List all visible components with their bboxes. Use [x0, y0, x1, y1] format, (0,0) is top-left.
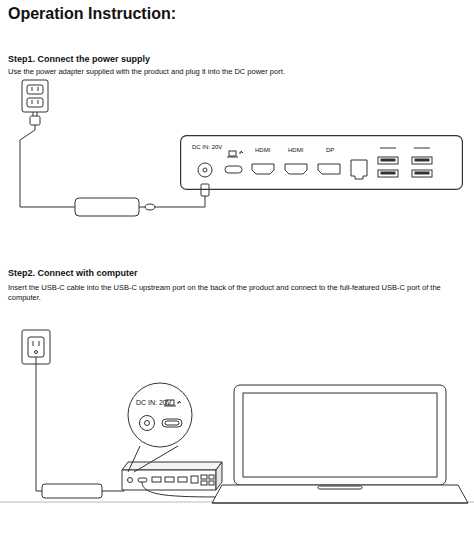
dock-ports-part [380, 148, 396, 149]
zoomed-ports-part [145, 421, 150, 426]
zoomed-ports-part [140, 416, 155, 431]
page-title: Operation Instruction: [8, 4, 308, 25]
callout-circle: DC IN: 20V [127, 382, 193, 448]
wall-outlet-part [32, 100, 33, 104]
dc-plug [201, 184, 209, 196]
wall-outlet-part [38, 100, 39, 104]
dock-housing [181, 136, 463, 190]
laptop [212, 385, 468, 503]
step1-illustration [20, 80, 432, 216]
laptop-icon-part [177, 401, 181, 403]
leader-lines-part [134, 446, 178, 472]
laptop-part [318, 486, 362, 489]
port-label: HDMI [288, 147, 303, 155]
dock-part [201, 481, 207, 485]
wall-outlet-part [39, 341, 40, 346]
laptop-part [234, 385, 446, 485]
step-instruction: Use the power adapter supplied with the … [8, 67, 470, 77]
power-cable [20, 125, 75, 207]
wall-outlet-part [35, 351, 38, 354]
power-cable [36, 357, 42, 491]
dock-ports [198, 148, 432, 179]
dock-ports-part [378, 157, 398, 164]
wall-outlet-part [32, 87, 33, 91]
dock-ports-part [381, 172, 395, 174]
wall-outlet-part [38, 87, 39, 91]
callout-outline [127, 382, 193, 448]
port-label: DC IN: 20V [136, 398, 171, 407]
dock-ports-part [285, 164, 307, 174]
plug [30, 112, 40, 125]
zoomed-ports-part [162, 419, 182, 427]
dock-ports-part [415, 159, 429, 161]
leader-lines-part [128, 446, 140, 472]
laptop-icon-part [239, 151, 243, 153]
dock-part [152, 477, 161, 482]
dock-part [178, 477, 187, 482]
dock-ports-part [378, 170, 398, 177]
step-heading: Step1. Connect the power supply [8, 54, 468, 66]
zoomed-ports-part [165, 421, 179, 425]
dock-ports-part [198, 163, 212, 177]
wall-outlet [22, 80, 48, 112]
dock-ports-part [351, 160, 367, 179]
dock-part [191, 476, 198, 483]
laptop-part [243, 393, 437, 477]
wall-outlet-part [33, 341, 34, 346]
dock-part [128, 478, 133, 483]
dock [122, 462, 222, 490]
wall-outlet-part [28, 337, 44, 357]
step-instruction: Insert the USB-C cable into the USB-C up… [8, 283, 463, 303]
dock-ports-part [225, 166, 242, 173]
ferrite-bead [145, 204, 155, 210]
port-label: DP [326, 147, 334, 155]
dock-ports-part [318, 164, 340, 174]
dock-back-panel: DC IN: 20V HDMI HDMI DP [180, 135, 463, 190]
power-adapter [42, 484, 102, 498]
leader-lines [128, 446, 178, 472]
usb-c-cable [142, 482, 226, 497]
dock-part [122, 462, 222, 470]
step2-illustration [0, 330, 474, 503]
laptop-part [212, 503, 468, 504]
dock-ports-part [412, 170, 432, 177]
dock-ports-part [414, 148, 430, 149]
plug-part [37, 112, 38, 116]
dock-ports-part [203, 168, 207, 172]
laptop-part [212, 485, 468, 503]
dock-ports-part [415, 172, 429, 174]
dock-part [122, 470, 216, 490]
dock-ports-part [252, 164, 274, 174]
power-adapter [75, 198, 139, 216]
dock-part [209, 481, 214, 485]
plug-part [30, 116, 40, 125]
callout-ring [128, 383, 192, 447]
step-heading: Step2. Connect with computer [8, 268, 468, 280]
dock-part [165, 477, 174, 482]
dc-cable [102, 482, 124, 491]
plug-part [33, 112, 34, 116]
laptop-icon-part [229, 151, 236, 156]
wall-outlet-part [27, 98, 43, 107]
dock-ports-part [381, 159, 395, 161]
dock-part [209, 475, 214, 479]
port-label: DC IN: 20V [192, 144, 222, 152]
wall-outlet-part [22, 80, 48, 112]
dock-ports-part [412, 157, 432, 164]
dock-part [201, 475, 207, 479]
port-label: HDMI [255, 147, 270, 155]
laptop-icon [227, 151, 243, 157]
wall-outlet-part [27, 85, 43, 94]
panel-outline [180, 135, 463, 190]
dock-part [138, 478, 147, 482]
laptop-icon-part [227, 157, 238, 158]
